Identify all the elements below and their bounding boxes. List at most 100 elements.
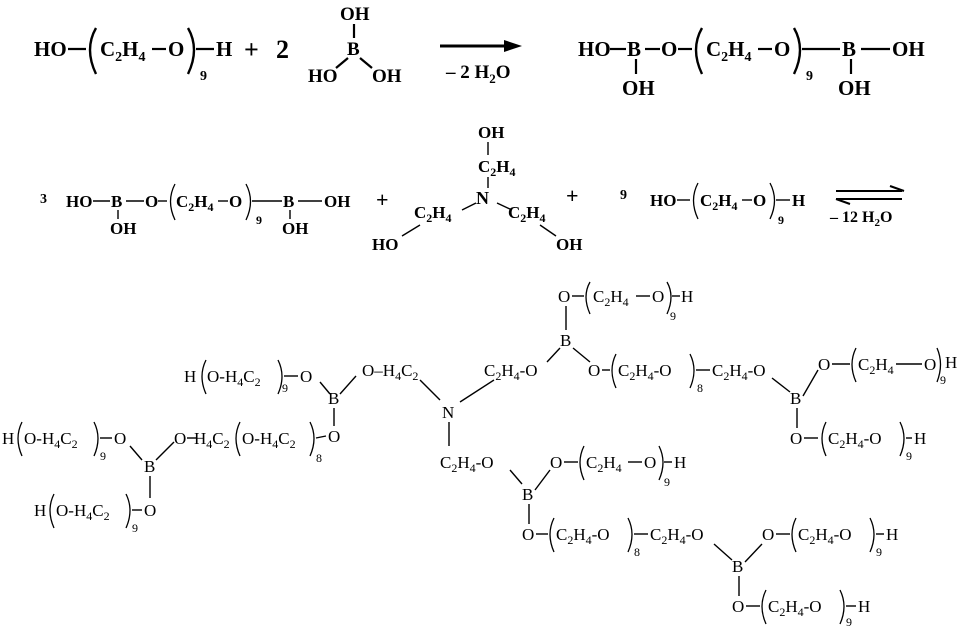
c2h4-group: C2H4 <box>100 37 146 65</box>
coefficient-3: 3 <box>40 192 47 207</box>
lower-upper-arm: O C2H4 O 9 H <box>550 445 686 489</box>
plus-sign-2: + <box>376 187 389 212</box>
svg-text:B: B <box>111 192 122 211</box>
svg-text:C2H4-O: C2H4-O <box>556 525 610 547</box>
boron-left: B <box>144 457 155 476</box>
svg-text:8: 8 <box>697 381 703 395</box>
left-lower-arm: H O-H4C2 9 O <box>34 493 156 535</box>
svg-text:C2H4: C2H4 <box>478 157 516 179</box>
svg-text:O-H4C2: O-H4C2 <box>56 501 110 523</box>
svg-text:O: O <box>300 367 312 386</box>
svg-text:C2H4: C2H4 <box>586 453 622 475</box>
peg-reactant-2: HO C2H4 O 9 H <box>650 182 805 227</box>
svg-text:O: O <box>924 355 936 374</box>
svg-text:O: O <box>174 429 186 448</box>
svg-text:H: H <box>2 429 14 448</box>
svg-text:OH: OH <box>892 37 925 61</box>
svg-text:HO: HO <box>650 191 676 210</box>
svg-text:9: 9 <box>256 213 262 227</box>
svg-text:O: O <box>145 192 158 211</box>
peg-reactant-1: HO C2H4 O 9 H <box>34 27 232 84</box>
svg-text:O: O <box>550 453 562 472</box>
boric-acid: OH B HO OH <box>308 4 402 87</box>
svg-text:OH: OH <box>478 123 504 142</box>
svg-text:O: O <box>774 37 790 61</box>
triethanolamine: OH C2H4 N C2H4 C2H4 HO OH <box>372 123 582 254</box>
right-lower-arm: O C2H4-O 9 H <box>790 421 926 463</box>
boron-upper-left: B <box>328 389 339 408</box>
svg-text:H: H <box>945 353 957 372</box>
svg-text:O: O <box>144 501 156 520</box>
svg-text:O: O <box>588 361 600 380</box>
svg-text:9: 9 <box>778 213 784 227</box>
ho-label: HO <box>34 37 67 61</box>
svg-text:HO: HO <box>308 66 338 87</box>
svg-text:OH: OH <box>324 192 350 211</box>
upper-left-arm: H O-H4C2 9 O <box>184 359 312 395</box>
o-label: O <box>168 37 184 61</box>
svg-text:O: O <box>753 191 766 210</box>
svg-text:9: 9 <box>132 521 138 535</box>
svg-text:C2H4: C2H4 <box>858 355 894 377</box>
svg-text:H4C2: H4C2 <box>194 429 230 451</box>
svg-text:C2H4: C2H4 <box>176 192 214 214</box>
boron-bottom: B <box>732 557 743 576</box>
ethylene-upper: C2H4-O <box>484 361 538 383</box>
svg-text:9: 9 <box>906 449 912 463</box>
svg-text:C2H4: C2H4 <box>593 287 629 309</box>
bridge-right: O C2H4-O 8 C2H4-O <box>588 353 791 395</box>
coefficient-9: 9 <box>620 188 627 203</box>
svg-text:O: O <box>229 192 242 211</box>
svg-text:H: H <box>674 453 686 472</box>
diborate-product: HO B OH O C2H4 O 9 B OH OH <box>578 27 925 100</box>
svg-text:O-H4C2: O-H4C2 <box>24 429 78 451</box>
svg-text:OH: OH <box>372 66 402 87</box>
boron-top: B <box>560 331 571 350</box>
plus-sign-3: + <box>566 183 579 208</box>
svg-text:8: 8 <box>634 545 640 559</box>
svg-text:H: H <box>792 191 805 210</box>
bridge-lower: O C2H4-O 8 C2H4-O <box>522 517 733 561</box>
svg-text:O: O <box>661 37 677 61</box>
diborate-reactant: HO B OH O C2H4 O 9 B OH OH <box>66 183 350 238</box>
svg-text:O: O <box>114 429 126 448</box>
plus-sign: + <box>244 35 259 64</box>
water-loss-label: – 2 H2O <box>445 62 511 86</box>
svg-text:C2H4: C2H4 <box>508 203 546 225</box>
svg-text:HO: HO <box>578 37 611 61</box>
ethylene-upper-left: O–H4C2 <box>362 361 418 383</box>
svg-text:9: 9 <box>100 449 106 463</box>
svg-text:OH: OH <box>282 219 308 238</box>
svg-text:H: H <box>681 287 693 306</box>
svg-text:B: B <box>283 192 294 211</box>
svg-text:O: O <box>732 597 744 616</box>
svg-text:C2H4-O: C2H4-O <box>650 525 704 547</box>
svg-text:C2H4: C2H4 <box>706 37 752 65</box>
svg-text:O-H4C2: O-H4C2 <box>242 429 296 451</box>
svg-text:OH: OH <box>622 76 655 100</box>
svg-text:8: 8 <box>316 451 322 465</box>
svg-text:C2H4-O: C2H4-O <box>712 361 766 383</box>
svg-text:O-H4C2: O-H4C2 <box>207 367 261 389</box>
boron-lower: B <box>522 485 533 504</box>
svg-text:O: O <box>818 355 830 374</box>
svg-text:C2H4-O: C2H4-O <box>618 361 672 383</box>
ethylene-lower: C2H4-O <box>440 453 494 475</box>
svg-text:OH: OH <box>110 219 136 238</box>
svg-text:O: O <box>762 525 774 544</box>
reaction-1: HO C2H4 O 9 H + 2 OH B HO OH – 2 H2O <box>34 4 925 100</box>
svg-text:9: 9 <box>940 373 946 387</box>
svg-text:N: N <box>476 188 489 208</box>
svg-text:9: 9 <box>664 475 670 489</box>
svg-text:9: 9 <box>282 381 288 395</box>
left-upper-arm: H O-H4C2 9 O <box>2 421 126 463</box>
svg-text:B: B <box>842 37 856 61</box>
svg-text:OH: OH <box>838 76 871 100</box>
svg-text:O: O <box>522 525 534 544</box>
svg-text:OH: OH <box>556 235 582 254</box>
svg-text:9: 9 <box>876 545 882 559</box>
h-label: H <box>216 37 232 61</box>
svg-text:C2H4-O: C2H4-O <box>768 597 822 619</box>
bridge-left: O H4C2 O-H4C2 8 <box>174 421 327 465</box>
